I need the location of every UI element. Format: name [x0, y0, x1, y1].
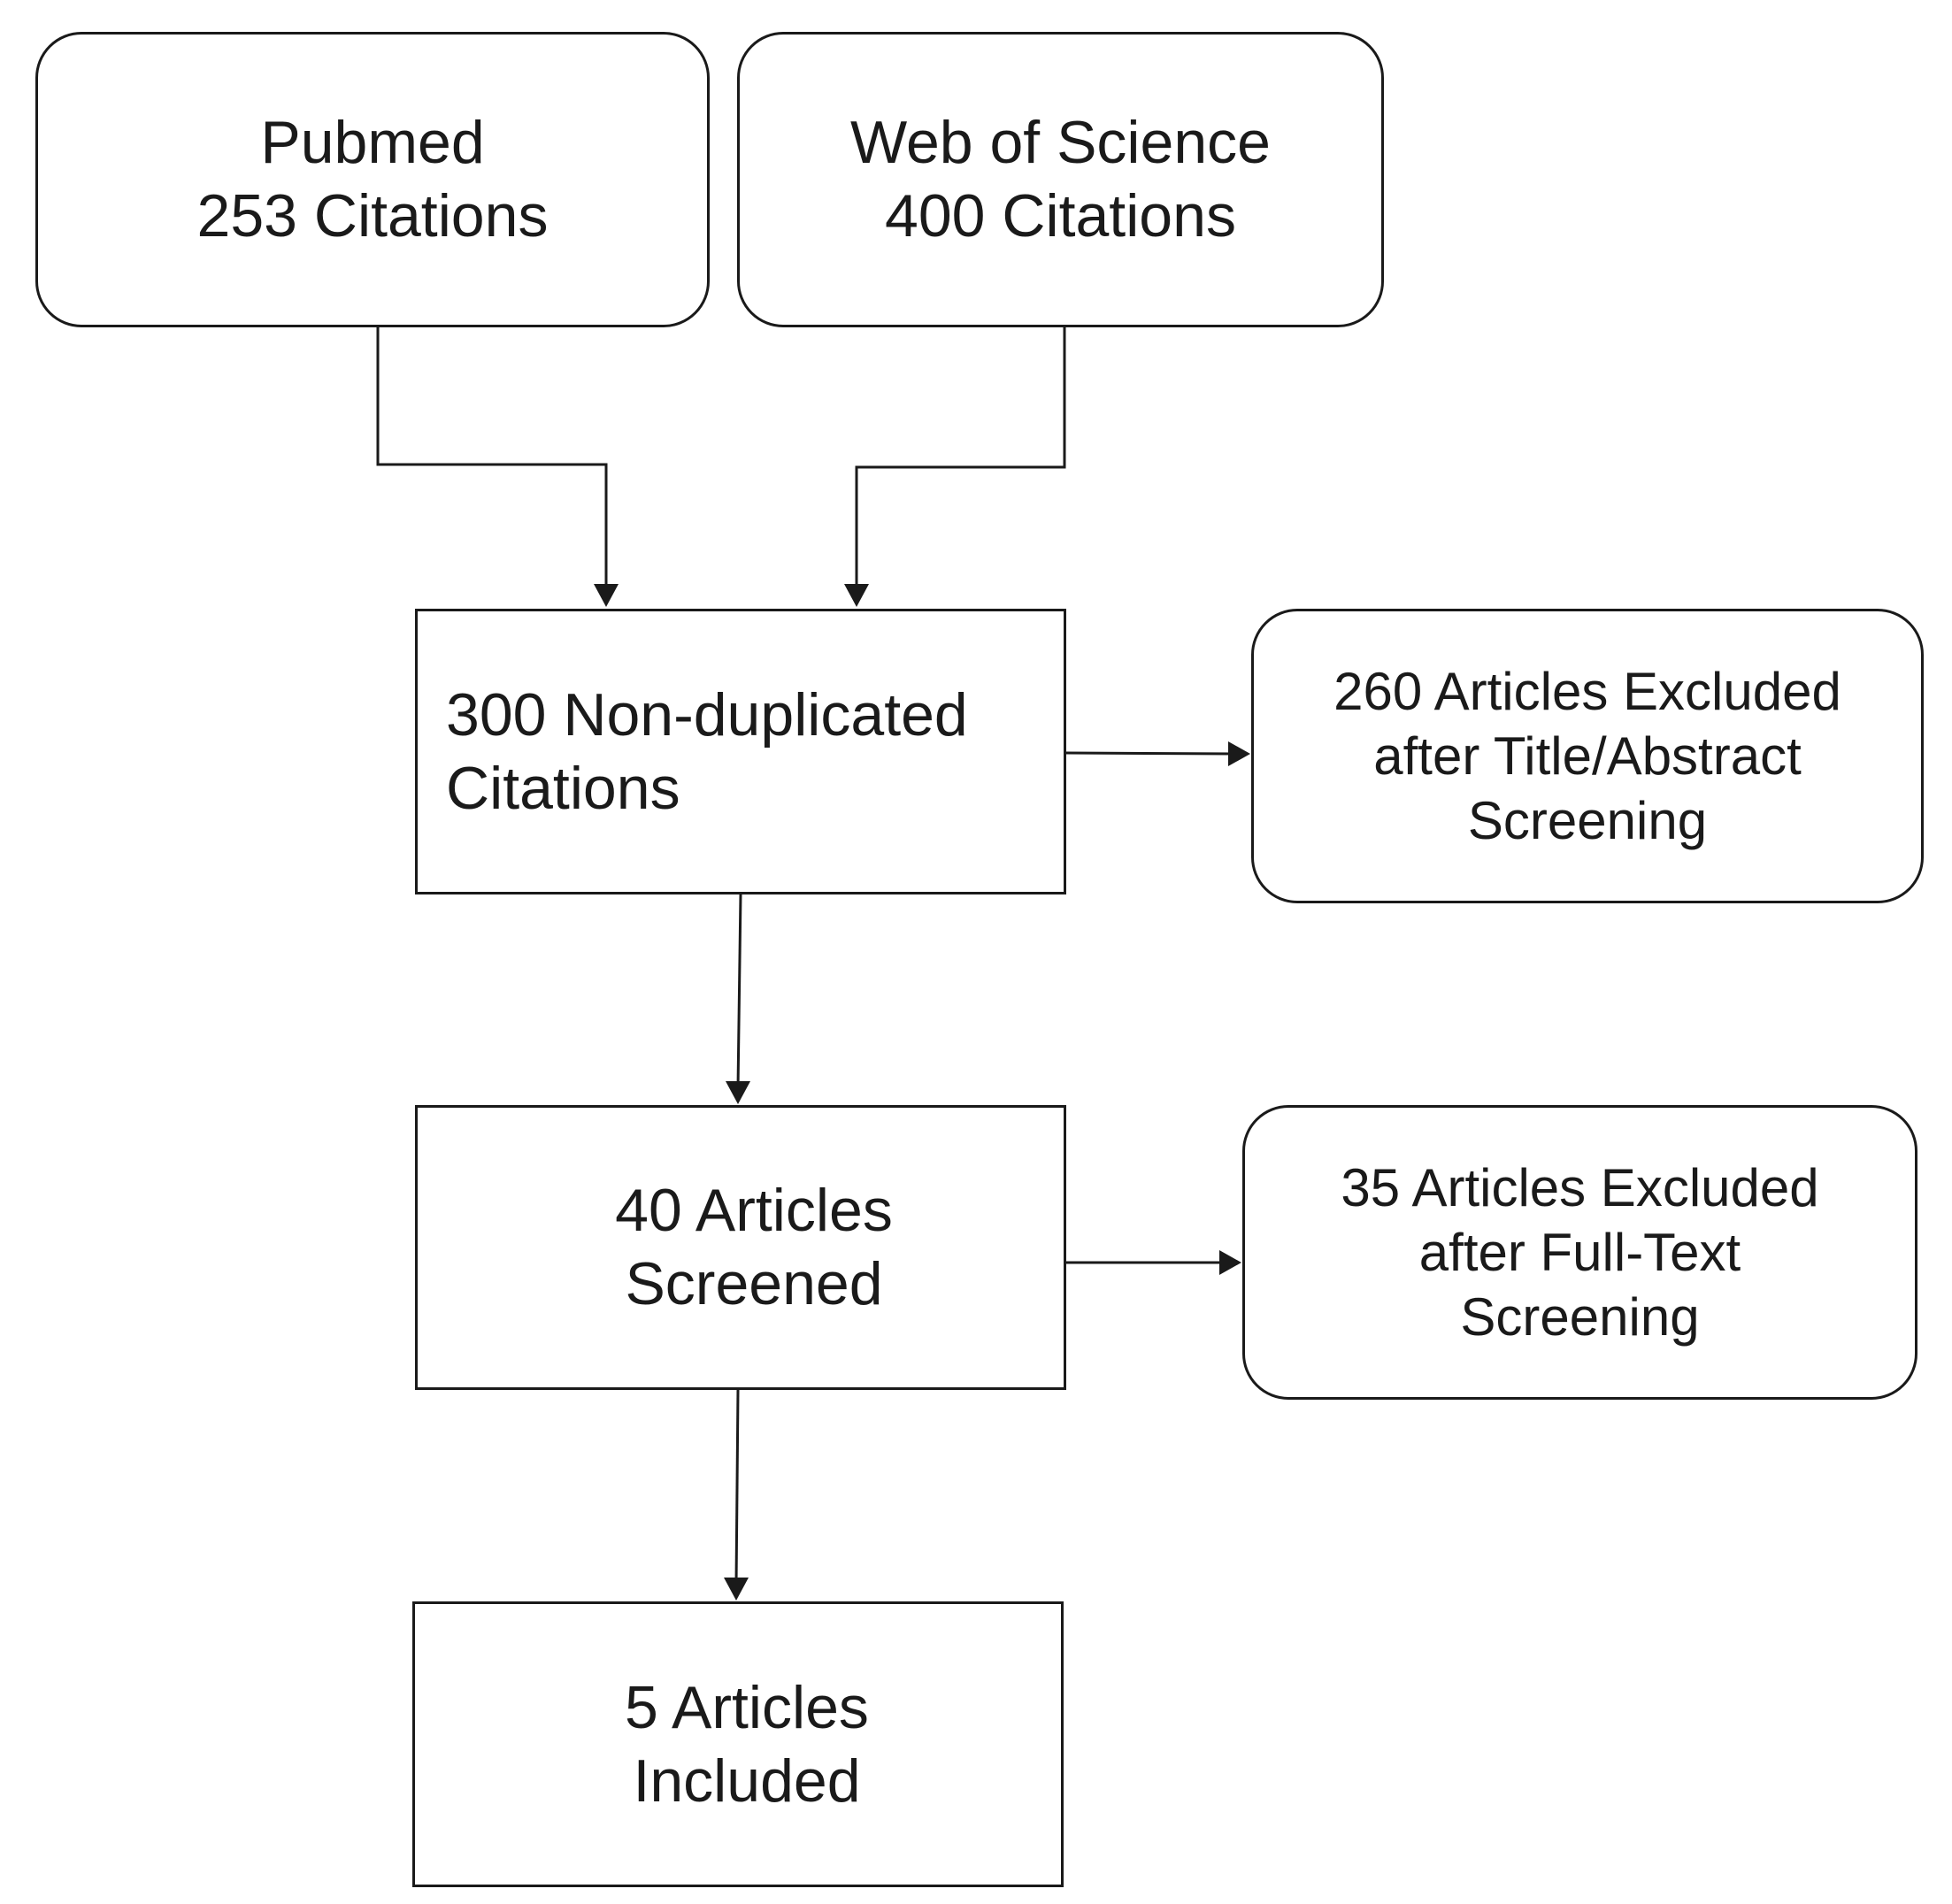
arrowhead-icon [844, 584, 869, 607]
full-text-exclusion-box: 35 Articles Excluded after Full-Text Scr… [1242, 1105, 1917, 1400]
pubmed-count: 253 Citations [196, 182, 549, 250]
exclusion-2-line-3: Screening [1460, 1287, 1700, 1347]
included-line-1: 5 Articles [625, 1673, 869, 1741]
title-abstract-exclusion-box: 260 Articles Excluded after Title/Abstra… [1251, 609, 1924, 903]
web-of-science-box: Web of Science 400 Citations [737, 32, 1384, 327]
screened-line-2: Screened [625, 1250, 883, 1317]
screened-line-1: 40 Articles [615, 1177, 893, 1245]
exclusion-2-line-1: 35 Articles Excluded [1341, 1157, 1819, 1217]
pubmed-box: Pubmed 253 Citations [35, 32, 710, 327]
articles-included-box: 5 Articles Included [412, 1601, 1064, 1887]
edge-wos-to-nondup [855, 327, 1066, 591]
web-of-science-count: 400 Citations [885, 182, 1236, 250]
edge-nondup-to-excl1 [1065, 751, 1236, 756]
non-duplicated-citations-box: 300 Non-duplicated Citations [415, 609, 1066, 894]
arrowhead-icon [726, 1081, 750, 1104]
arrowhead-icon [594, 584, 619, 607]
pubmed-title: Pubmed [260, 109, 485, 177]
exclusion-1-line-2: after Title/Abstract [1373, 726, 1802, 786]
edge-nondup-to-screened [736, 894, 742, 1089]
exclusion-1-line-1: 260 Articles Excluded [1333, 661, 1841, 721]
non-duplicated-line-1: 300 Non-duplicated [446, 680, 968, 749]
arrowhead-icon [1228, 741, 1250, 766]
included-line-2: Included [633, 1747, 861, 1815]
exclusion-1-line-3: Screening [1467, 791, 1708, 851]
exclusion-2-line-2: after Full-Text [1418, 1222, 1741, 1282]
edge-pubmed-to-nondup [376, 320, 608, 591]
articles-screened-box: 40 Articles Screened [415, 1105, 1066, 1390]
arrowhead-icon [724, 1578, 749, 1601]
edge-screened-to-included [734, 1389, 740, 1585]
non-duplicated-line-2: Citations [446, 754, 680, 822]
arrowhead-icon [1219, 1250, 1241, 1275]
web-of-science-title: Web of Science [849, 109, 1271, 177]
